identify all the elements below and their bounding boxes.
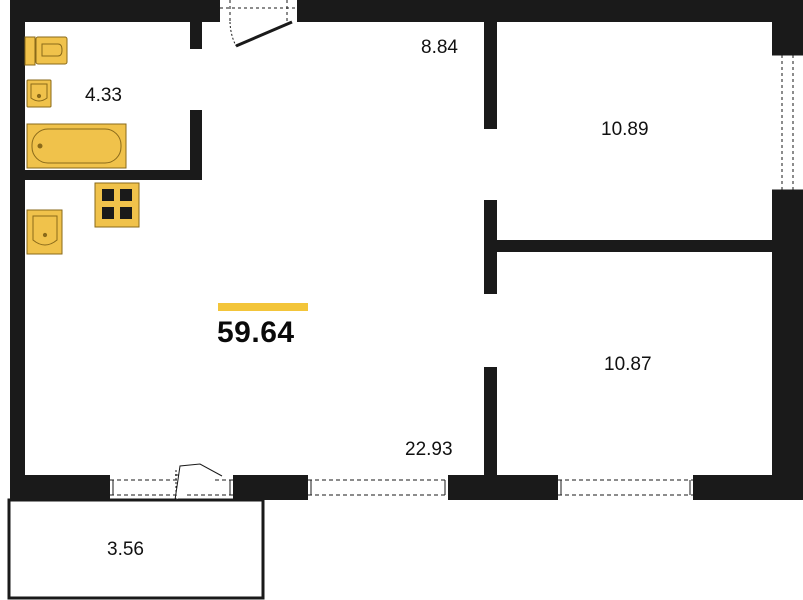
window-right	[772, 55, 803, 190]
room-area-living-kitchen: 22.93	[405, 439, 453, 460]
total-area-accent-bar	[218, 303, 308, 311]
wall-bottom-1	[10, 475, 110, 500]
balcony-outline	[7, 498, 265, 600]
sink-icon	[26, 79, 52, 108]
wall-right-top	[772, 0, 803, 55]
total-area: 59.64	[217, 316, 295, 349]
doors	[174, 0, 297, 501]
fixtures	[24, 36, 140, 255]
room-area-bedroom-bottom: 10.87	[604, 354, 652, 375]
wall-bottom-2	[233, 475, 308, 500]
entrance-door	[220, 0, 297, 48]
bathtub-icon	[26, 123, 127, 169]
wall-bedrooms-divider	[497, 240, 772, 252]
wall-left	[10, 0, 25, 500]
room-area-bedroom-top: 10.89	[601, 119, 649, 140]
windows	[110, 54, 803, 496]
wall-bottom-3	[448, 475, 558, 500]
wall-top-left	[10, 0, 220, 22]
room-area-balcony: 3.56	[107, 539, 144, 560]
window-bottom-2	[308, 479, 448, 496]
balcony-door	[174, 463, 223, 501]
wall-bottom-4	[693, 475, 803, 500]
stove-icon	[94, 182, 140, 228]
room-area-hallway: 8.84	[421, 37, 458, 58]
walls	[7, 0, 803, 600]
wall-bath-bottom	[25, 170, 202, 180]
window-bottom-3	[558, 479, 693, 496]
window-bottom-1	[110, 479, 233, 496]
wall-center-bottom	[484, 367, 497, 475]
room-area-bathroom: 4.33	[85, 85, 122, 106]
wall-center-mid	[484, 200, 497, 294]
kitchen-sink-icon	[26, 209, 63, 255]
wall-bath-right	[190, 110, 202, 180]
wall-bath-right-top	[190, 22, 202, 49]
wall-top-right	[297, 0, 803, 22]
wall-center-top	[484, 22, 497, 129]
toilet-icon	[24, 36, 68, 66]
wall-right-bottom	[772, 190, 803, 500]
